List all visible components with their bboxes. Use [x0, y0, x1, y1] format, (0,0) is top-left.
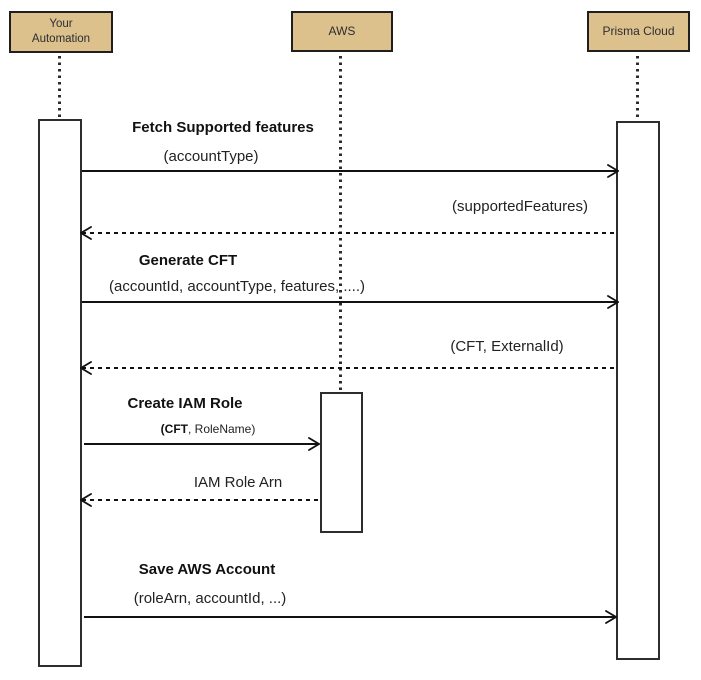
arrowhead-left-icon: [80, 493, 92, 507]
message-5-params: (CFT, RoleName): [161, 422, 256, 436]
actor-aws: AWS: [291, 11, 393, 52]
message-5-params-bold: (CFT: [160, 422, 188, 436]
message-4-arrow: [80, 361, 617, 375]
message-4-label: (CFT, ExternalId): [450, 338, 564, 355]
arrowhead-right-icon: [605, 610, 617, 624]
arrowhead-right-icon: [308, 437, 320, 451]
message-7-title: Save AWS Account: [138, 561, 276, 578]
message-6-label: IAM Role Arn: [193, 474, 283, 491]
message-7-arrow: [84, 610, 617, 624]
actor-prisma-cloud-label: Prisma Cloud: [602, 23, 675, 38]
actor-your-automation: Your Automation: [9, 11, 113, 53]
activation-prisma-cloud: [616, 121, 660, 660]
arrowhead-left-icon: [80, 226, 92, 240]
message-5-params-rest: , RoleName): [187, 422, 256, 436]
message-7-params: (roleArn, accountId, ...): [133, 590, 287, 607]
message-5-arrow: [84, 437, 320, 451]
message-5-title: Create IAM Role: [127, 395, 243, 412]
message-1-arrow: [82, 164, 619, 178]
message-2-label: (supportedFeatures): [452, 198, 588, 215]
message-3-params: (accountId, accountType, features, ....): [109, 278, 365, 295]
arrowhead-left-icon: [80, 361, 92, 375]
lifeline-prisma-cloud: [636, 56, 639, 120]
activation-aws: [320, 392, 363, 533]
arrowhead-right-icon: [607, 164, 619, 178]
message-3-title: Generate CFT: [138, 252, 238, 269]
message-3-arrow: [82, 295, 619, 309]
actor-prisma-cloud: Prisma Cloud: [587, 11, 690, 52]
message-1-title: Fetch Supported features: [132, 119, 314, 136]
actor-aws-label: AWS: [328, 23, 356, 38]
lifeline-your-automation: [58, 56, 61, 118]
message-1-params: (accountType): [163, 148, 259, 165]
message-2-arrow: [80, 226, 617, 240]
lifeline-aws: [339, 56, 342, 390]
arrowhead-right-icon: [607, 295, 619, 309]
activation-your-automation: [38, 119, 82, 667]
message-6-arrow: [80, 493, 318, 507]
actor-your-automation-label: Your Automation: [31, 18, 91, 45]
